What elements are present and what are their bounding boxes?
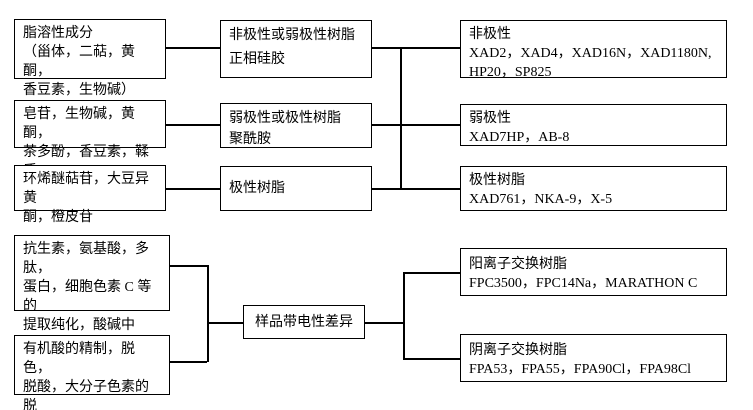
connector-rung-row3 [372, 188, 460, 190]
connector-merge-to-charge [207, 322, 243, 324]
box-nonpolar-or-weak-resin: 非极性或弱极性树脂 正相硅胶 [220, 20, 372, 78]
connector-lipid-to-nonpolar [166, 47, 220, 49]
connector-rung-row2 [372, 124, 460, 126]
box-saponins: 皂苷，生物碱，黄酮， 茶多酚，香豆素，鞣质 [14, 100, 166, 179]
box-anion-exchange-resins: 阴离子交换树脂 FPA53，FPA55，FPA90Cl，FPA98Cl [460, 334, 727, 382]
connector-left-merge-vertical [207, 265, 209, 362]
box-nonpolar-resins: 非极性 XAD2，XAD4，XAD16N，XAD1180N, HP20，SP82… [460, 20, 727, 80]
connector-split-to-anion [403, 358, 460, 360]
connector-iridoid-to-polar [166, 188, 220, 190]
connector-charge-to-split [365, 322, 403, 324]
box-organic-acids-refining: 有机酸的精制，脱色， 脱酸，大分子色素的脱 除，肝素提取 [14, 335, 170, 410]
box-iridoid-glycosides: 环烯醚萜苷，大豆异黄 酮，橙皮苷 [14, 165, 166, 225]
connector-antibiotics-branch [170, 265, 207, 267]
connector-saponins-to-weakpolar [166, 124, 220, 126]
box-polar-resins: 极性树脂 XAD761，NKA-9，X-5 [460, 166, 727, 211]
connector-split-to-cation [403, 272, 460, 274]
box-sample-charge-difference: 样品带电性差异 [243, 305, 365, 339]
box-polar-resin-mid: 极性树脂 [220, 166, 372, 211]
box-antibiotics-purification: 抗生素，氨基酸，多肽， 蛋白，细胞色素 C 等的 提取纯化，酸碱中和， 金属回收 [14, 235, 170, 371]
connector-ladder-vertical [400, 47, 402, 189]
connector-organicacids-branch [170, 361, 207, 363]
box-weak-or-polar-resin: 弱极性或极性树脂 聚酰胺 [220, 103, 372, 148]
box-lipid-components: 脂溶性成分 （甾体，二萜，黄酮， 香豆素，生物碱） [14, 19, 166, 98]
box-cation-exchange-resins: 阳离子交换树脂 FPC3500，FPC14Na，MARATHON C [460, 248, 727, 296]
connector-rung-row1 [372, 47, 460, 49]
box-weak-polar-resins: 弱极性 XAD7HP，AB-8 [460, 104, 727, 146]
connector-right-split-vertical [403, 272, 405, 359]
